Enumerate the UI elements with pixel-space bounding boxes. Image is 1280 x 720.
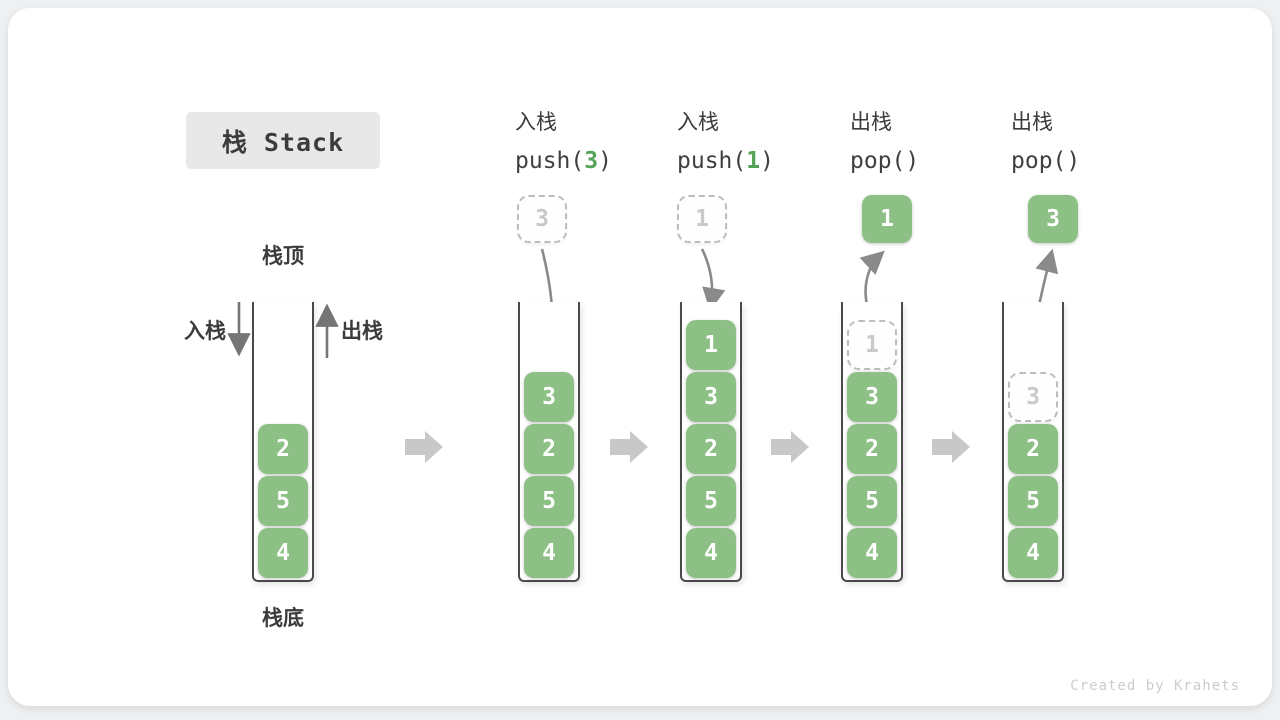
stack-cell: 2 xyxy=(1008,424,1058,474)
step-op-code: push(3) xyxy=(515,148,612,174)
code-arg: 1 xyxy=(746,148,761,174)
title-box: 栈 Stack xyxy=(186,112,380,169)
stack-cell: 4 xyxy=(847,528,897,578)
code-suffix: ) xyxy=(760,148,774,174)
code-arg: 3 xyxy=(584,148,599,174)
code-prefix: pop( xyxy=(1011,148,1067,174)
step-op-label: 出栈 xyxy=(850,110,892,134)
popped-value-box: 3 xyxy=(1028,195,1078,243)
step-op-label: 入栈 xyxy=(677,110,719,134)
stack-cell: 3 xyxy=(847,372,897,422)
step-op-code: push(1) xyxy=(677,148,774,174)
stack-cell: 1 xyxy=(686,320,736,370)
stack-cell: 5 xyxy=(847,476,897,526)
popped-ghost-cell: 3 xyxy=(1008,372,1058,422)
code-suffix: ) xyxy=(598,148,612,174)
page-title: 栈 Stack xyxy=(221,127,345,157)
step-header-2: 入栈 push(1) xyxy=(677,106,774,174)
stack-top-label: 栈顶 xyxy=(262,244,304,268)
float-ghost-box: 1 xyxy=(677,195,727,243)
code-prefix: push( xyxy=(515,148,585,174)
step-op-label: 出栈 xyxy=(1011,110,1053,134)
stack-cell: 4 xyxy=(686,528,736,578)
stack-cell: 2 xyxy=(686,424,736,474)
popped-value-box: 1 xyxy=(862,195,912,243)
stack-cell: 3 xyxy=(686,372,736,422)
stack-cell: 2 xyxy=(258,424,308,474)
stack-cell: 2 xyxy=(524,424,574,474)
pop-side-label: 出栈 xyxy=(341,319,383,343)
stack-cell: 4 xyxy=(258,528,308,578)
step-header-1: 入栈 push(3) xyxy=(515,106,612,174)
popped-ghost-cell: 1 xyxy=(847,320,897,370)
step-header-3: 出栈 pop() xyxy=(850,106,919,174)
step-op-code: pop() xyxy=(1011,148,1080,174)
stack-cell: 5 xyxy=(1008,476,1058,526)
stack-cell: 5 xyxy=(258,476,308,526)
stack-cell: 5 xyxy=(686,476,736,526)
code-suffix: ) xyxy=(905,148,920,174)
stack-cell: 5 xyxy=(524,476,574,526)
push-side-label: 入栈 xyxy=(184,319,226,343)
stack-cell: 2 xyxy=(847,424,897,474)
stack-cell: 3 xyxy=(524,372,574,422)
step-header-4: 出栈 pop() xyxy=(1011,106,1080,174)
float-ghost-box: 3 xyxy=(517,195,567,243)
stack-bottom-label: 栈底 xyxy=(262,606,304,630)
code-prefix: push( xyxy=(677,148,747,174)
watermark: Created by Krahets xyxy=(1070,678,1240,694)
stack-cell: 4 xyxy=(1008,528,1058,578)
step-op-label: 入栈 xyxy=(515,110,557,134)
code-suffix: ) xyxy=(1066,148,1081,174)
stack-cell: 4 xyxy=(524,528,574,578)
step-op-code: pop() xyxy=(850,148,919,174)
code-prefix: pop( xyxy=(850,148,906,174)
